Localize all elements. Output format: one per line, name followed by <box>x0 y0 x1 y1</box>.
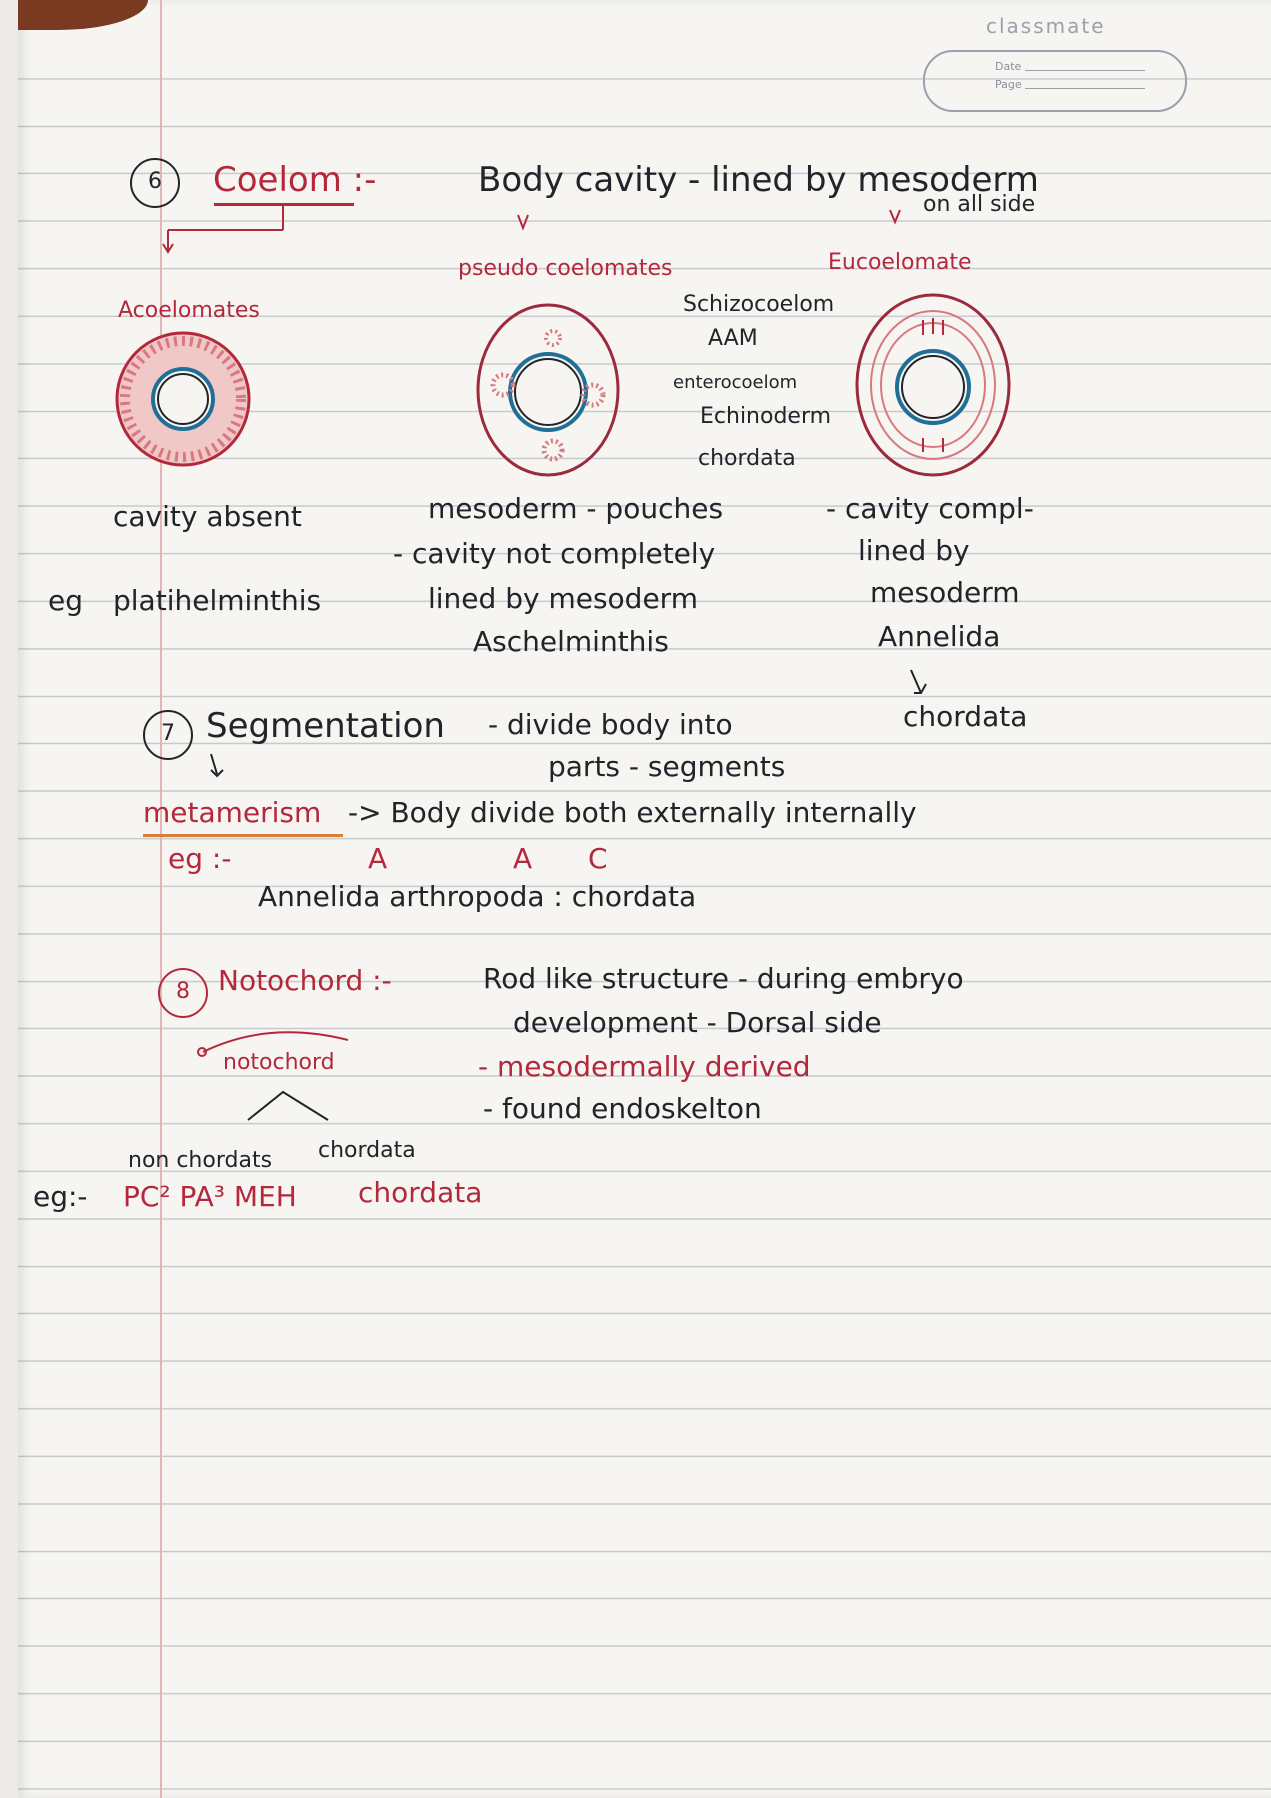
acoelomate-label: Acoelomates <box>118 298 260 323</box>
eucoelomate-description-1: - cavity compl- <box>826 492 1034 525</box>
notochord-definition-cont: development - Dorsal side <box>513 1006 882 1039</box>
segmentation-examples: Annelida arthropoda : chordata <box>258 880 697 913</box>
notochord-definition: Rod like structure - during embryo <box>483 962 964 995</box>
notebook-page: classmate Date Page 6 Coelom :- Body cav… <box>18 0 1271 1798</box>
non-chordata-example: PC² PA³ MEH <box>123 1180 297 1213</box>
enterocoelom-label: enterocoelom <box>673 372 798 393</box>
eucoelomate-label: Eucoelomate <box>828 250 972 275</box>
segmentation-eg-label: eg :- <box>168 842 232 875</box>
coelom-definition: Body cavity - lined by mesoderm <box>478 160 1039 200</box>
coelom-definition-cont: on all side <box>923 192 1036 217</box>
mark-a-1: A <box>368 842 388 875</box>
chordata-example: chordata <box>358 1176 483 1209</box>
non-chordata-label: non chordats <box>128 1148 273 1173</box>
page-label: Page <box>995 78 1022 91</box>
segmentation-definition: - divide body into <box>488 708 733 741</box>
notochord-point-1: - mesodermally derived <box>478 1050 811 1083</box>
mark-c: C <box>588 842 608 875</box>
mark-a-2: A <box>513 842 533 875</box>
margin-line <box>160 0 162 1798</box>
eucoelomate-example-2: chordata <box>903 700 1028 733</box>
date-label: Date <box>995 60 1022 73</box>
section-6-title: Coelom :- <box>213 160 377 200</box>
pseudocoelomate-description-3: lined by mesoderm <box>428 582 698 615</box>
notochord-eg-label: eg:- <box>33 1180 88 1213</box>
metamerism-definition: -> Body divide both externally internall… <box>348 796 917 829</box>
arrow-down-icon <box>910 669 927 694</box>
section-8-number: 8 <box>158 968 208 1018</box>
enterocoelom-example-1: Echinoderm <box>700 404 832 429</box>
metamerism-term: metamerism <box>143 796 322 829</box>
pseudocoelomate-description-2: - cavity not completely <box>393 537 716 570</box>
segmentation-definition-cont: parts - segments <box>548 750 786 783</box>
section-8-title: Notochord :- <box>218 964 392 997</box>
pseudocoelomate-diagram <box>476 303 620 477</box>
example-label: eg <box>48 584 83 617</box>
acoelomate-example: platihelminthis <box>113 584 322 617</box>
section-7-number: 7 <box>143 710 193 760</box>
pseudocoelomate-label: pseudo coelomates <box>458 256 673 281</box>
title-underline <box>214 203 354 206</box>
schizocoelom-label: Schizocoelom <box>683 292 835 317</box>
notochord-label: notochord <box>223 1050 335 1075</box>
eucoelomate-description-2: lined by <box>858 534 970 567</box>
acoelomate-description: cavity absent <box>113 500 302 533</box>
acoelomate-diagram <box>115 331 251 467</box>
enterocoelom-example-2: chordata <box>698 446 796 471</box>
section-7-title: Segmentation <box>206 706 445 746</box>
chordata-label: chordata <box>318 1138 416 1163</box>
date-box: Date Page <box>923 50 1187 112</box>
branch-arrows <box>162 205 901 254</box>
pseudocoelomate-description-1: mesoderm - pouches <box>428 492 724 525</box>
eucoelomate-description-3: mesoderm <box>870 576 1020 609</box>
section-6-number: 6 <box>130 158 180 208</box>
pseudocoelomate-example: Aschelminthis <box>473 625 669 658</box>
eucoelomate-diagram <box>855 293 1011 477</box>
notochord-branch-diagram <box>197 1031 349 1121</box>
page-line <box>1025 88 1145 89</box>
arrow-down-icon <box>210 753 224 778</box>
term-underline <box>143 834 343 837</box>
schizocoelom-example: AAM <box>708 326 758 351</box>
date-line <box>1025 70 1145 71</box>
notochord-point-2: - found endoskelton <box>483 1092 762 1125</box>
eucoelomate-example-1: Annelida <box>878 620 1001 653</box>
brand-logo: classmate <box>986 14 1106 38</box>
